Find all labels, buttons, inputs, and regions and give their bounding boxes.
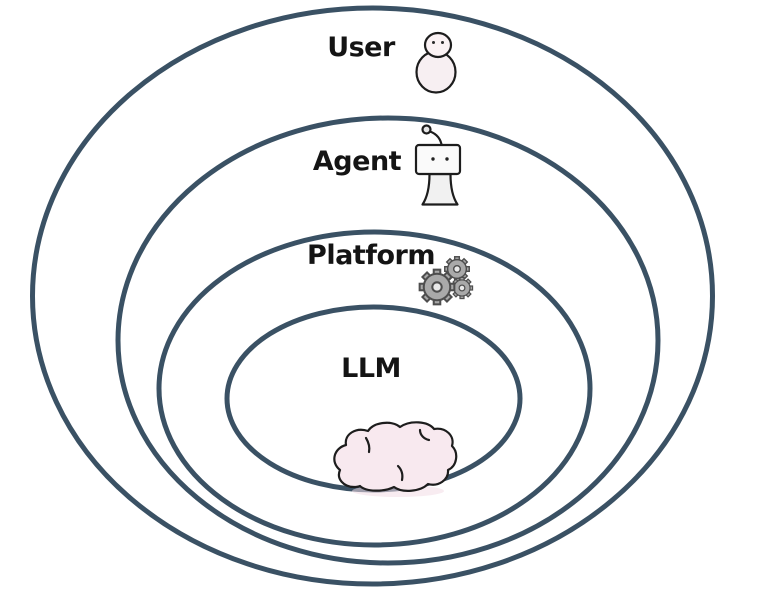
robot-icon [414,124,462,206]
ring-user [30,5,715,587]
label-llm: LLM [341,353,401,384]
ring-platform [156,229,593,548]
label-user: User [327,32,396,63]
ring-agent [115,115,661,566]
label-platform: Platform [307,240,435,271]
person-icon [415,31,457,94]
brain-icon [333,421,458,497]
label-agent: Agent [313,146,402,177]
